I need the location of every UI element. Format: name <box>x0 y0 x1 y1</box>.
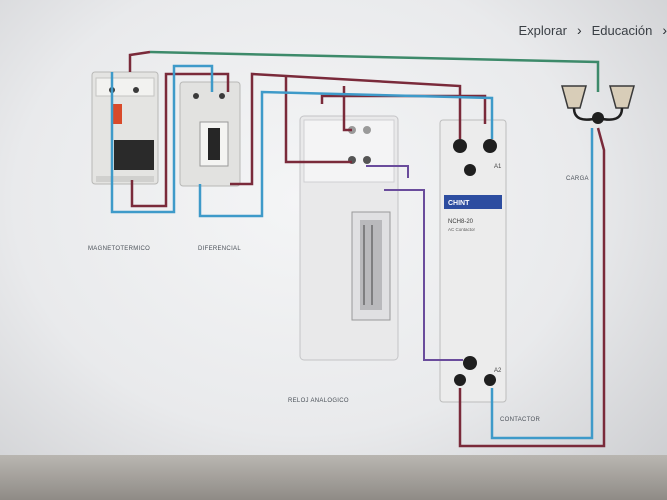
phase-wires <box>128 50 606 448</box>
load-lamps <box>561 85 635 124</box>
label-differential: DIFERENCIAL <box>198 246 241 252</box>
label-breaker: MAGNETOTERMICO <box>88 246 150 252</box>
contactor-sub: AC Contactor <box>448 227 476 232</box>
contactor-model: NCH8-20 <box>448 219 474 225</box>
label-load: CARGA <box>566 176 589 182</box>
breaker-device <box>91 71 159 185</box>
timer-device <box>299 115 399 361</box>
monitor-bezel <box>0 455 667 500</box>
terminal-a2: A2 <box>494 368 502 374</box>
terminal-a1: A1 <box>494 164 502 170</box>
earth-wire <box>149 50 600 92</box>
contactor-brand: CHINT <box>448 200 470 207</box>
contactor-device: CHINT NCH8-20 AC Contactor A1 A2 <box>439 119 507 403</box>
timer-wire <box>366 165 463 361</box>
differential-device <box>179 81 241 187</box>
breadcrumb: Explorar › Educación › <box>519 22 667 38</box>
breadcrumb-educacion[interactable]: Educación <box>591 22 653 38</box>
chevron-right-icon: › <box>576 22 582 38</box>
neutral-wires <box>110 64 594 440</box>
label-contactor: CONTACTOR <box>500 417 541 423</box>
chevron-right-icon: › <box>662 22 667 38</box>
label-timer: RELOJ ANALOGICO <box>288 398 349 404</box>
breadcrumb-explorar[interactable]: Explorar <box>518 22 567 38</box>
